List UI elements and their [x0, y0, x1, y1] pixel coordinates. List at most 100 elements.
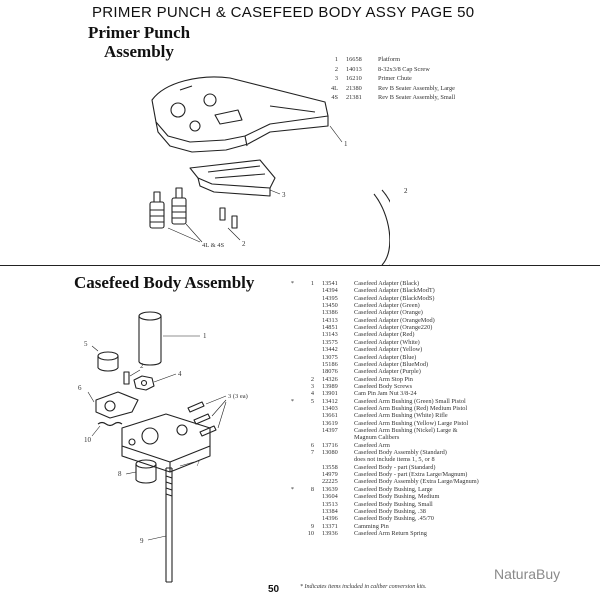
platform-part [151, 76, 329, 153]
part-number: 14395 [322, 294, 338, 302]
part-number: 13075 [322, 353, 338, 361]
part-description: Primer Chute [378, 75, 412, 83]
casefeed-body-part [121, 413, 211, 473]
part-index: 4 [310, 390, 314, 398]
part-number: 13936 [322, 529, 338, 537]
part-number: 13143 [322, 331, 338, 339]
part-description: Casefeed Arm Bushing (Nickel) Large & [354, 427, 458, 434]
part-index: 3 [310, 382, 314, 390]
part-number: 13989 [322, 382, 338, 390]
part-description: Casefeed Body Bushing, Small [354, 500, 433, 508]
part-description: Casefeed Arm Stop Pin [354, 375, 413, 383]
part-description: Casefeed Body Bushing, Large [354, 485, 433, 493]
part-description: Magnum Calibers [354, 434, 400, 442]
cf-callout-2: 2 [140, 362, 144, 370]
seater-assembly-large [149, 191, 165, 229]
cf-callout-8: 8 [118, 470, 122, 478]
part-number: 13384 [322, 507, 338, 515]
primer-punch-title-line1: Primer Punch [88, 23, 191, 42]
part-number: 14979 [322, 471, 338, 479]
part-number: 13619 [322, 419, 338, 427]
part-description: Casefeed Adapter (OrangeMod) [354, 316, 435, 324]
arm-bushing-part [97, 351, 119, 372]
part-description: Casefeed Body Assembly (Extra Large/Magn… [354, 478, 479, 486]
part-index: 1 [310, 280, 314, 287]
part-description: Casefeed Body Assembly (Standard) [354, 449, 447, 457]
part-kit-mark: * [290, 280, 294, 287]
conversion-kit-footnote: * Indicates items included in caliber co… [300, 584, 427, 590]
seater-assembly-small [171, 187, 187, 225]
part-description: Casefeed Body Bushing, .38 [354, 507, 426, 515]
section-divider [0, 265, 600, 266]
part-description: Casefeed Adapter (Green) [354, 302, 420, 310]
part-description: Casefeed Arm Bushing (Green) Small Pisto… [354, 397, 466, 405]
part-description: Casefeed Adapter (Orange) [354, 309, 423, 317]
page-number: 50 [268, 584, 280, 595]
part-number: 13639 [322, 485, 338, 493]
part-number: 13575 [322, 338, 338, 346]
part-index: 3 [334, 75, 338, 83]
part-number: 21381 [346, 94, 362, 102]
part-number: 13604 [322, 493, 338, 501]
pp-callout-1: 1 [344, 140, 348, 148]
part-description: does not include items 1, 5, or 8 [354, 456, 435, 464]
part-number: 14396 [322, 515, 338, 523]
part-index: 4S [331, 94, 338, 102]
part-description: Casefeed Adapter (Blue) [354, 353, 417, 361]
cf-callout-10: 10 [84, 436, 92, 444]
part-description: Casefeed Adapter (BlackModS) [354, 294, 435, 302]
part-description: Casefeed Body Bushing, Medium [354, 493, 440, 501]
part-index: 6 [310, 441, 314, 449]
part-number: 21380 [346, 84, 362, 92]
part-description: Platform [378, 56, 401, 63]
pp-callout-3: 3 [282, 191, 286, 199]
part-number: 16658 [346, 56, 362, 63]
part-number: 13716 [322, 441, 338, 449]
casefeed-diagram: 1 5 2 4 6 3 (3 ea) 10 7 8 9 [78, 311, 248, 583]
part-description: Camming Pin [354, 522, 389, 530]
part-description: Casefeed Adapter (Purple) [354, 368, 421, 376]
primer-punch-title-line2: Assembly [104, 42, 174, 61]
part-index: 1 [334, 56, 338, 63]
part-number: 13371 [322, 522, 338, 530]
part-number: 13661 [322, 412, 338, 420]
part-description: Cam Pin Jam Nut 3/8-24 [354, 390, 417, 398]
part-index: 2 [310, 375, 314, 383]
part-description: Casefeed Adapter (Red) [354, 331, 415, 339]
part-description: Casefeed Body - part (Standard) [354, 463, 436, 471]
return-spring-part [97, 421, 123, 427]
cf-callout-6: 6 [78, 384, 82, 392]
part-number: 13080 [322, 449, 338, 457]
casefeed-title: Casefeed Body Assembly [74, 273, 255, 292]
part-number: 13386 [322, 309, 338, 317]
part-description: Casefeed Arm [354, 441, 390, 449]
pp-callout-4: 4L & 4S [202, 242, 225, 249]
part-kit-mark: * [290, 397, 294, 405]
part-description: Casefeed Arm Bushing (White) Rifle [354, 412, 448, 420]
part-description: Casefeed Adapter (BlueMod) [354, 360, 429, 368]
pp-callout-2: 2 [242, 240, 246, 248]
part-description: Casefeed Body - part (Extra Large/Magnum… [354, 471, 468, 479]
casefeed-arm-part [95, 391, 139, 419]
part-description: Casefeed Adapter (Yellow) [354, 346, 423, 354]
watermark-text: NaturaBuy [494, 566, 561, 582]
part-number: 13513 [322, 500, 338, 508]
part-description: Rev B Seater Assembly, Small [378, 94, 456, 102]
part-number: 14313 [322, 316, 338, 324]
part-index: 10 [307, 529, 314, 537]
primer-chute-part [189, 159, 276, 197]
camming-pin-part [165, 467, 173, 583]
part-number: 14013 [346, 65, 362, 73]
casefeed-adapter-part [138, 311, 162, 366]
cf-callout-4: 4 [178, 370, 182, 378]
arm-stop-pin-part [123, 371, 130, 385]
part-number: 14394 [322, 287, 338, 295]
part-description: Casefeed Arm Bushing (Red) Medium Pistol [354, 404, 468, 412]
part-number: 18076 [322, 368, 338, 376]
part-index: 9 [310, 522, 314, 530]
part-index: 2 [334, 65, 338, 73]
part-number: 13901 [322, 390, 338, 398]
cf-callout-7: 7 [196, 460, 200, 468]
part-description: Casefeed Arm Bushing (Yellow) Large Pist… [354, 419, 469, 427]
part-number: 14326 [322, 375, 338, 383]
